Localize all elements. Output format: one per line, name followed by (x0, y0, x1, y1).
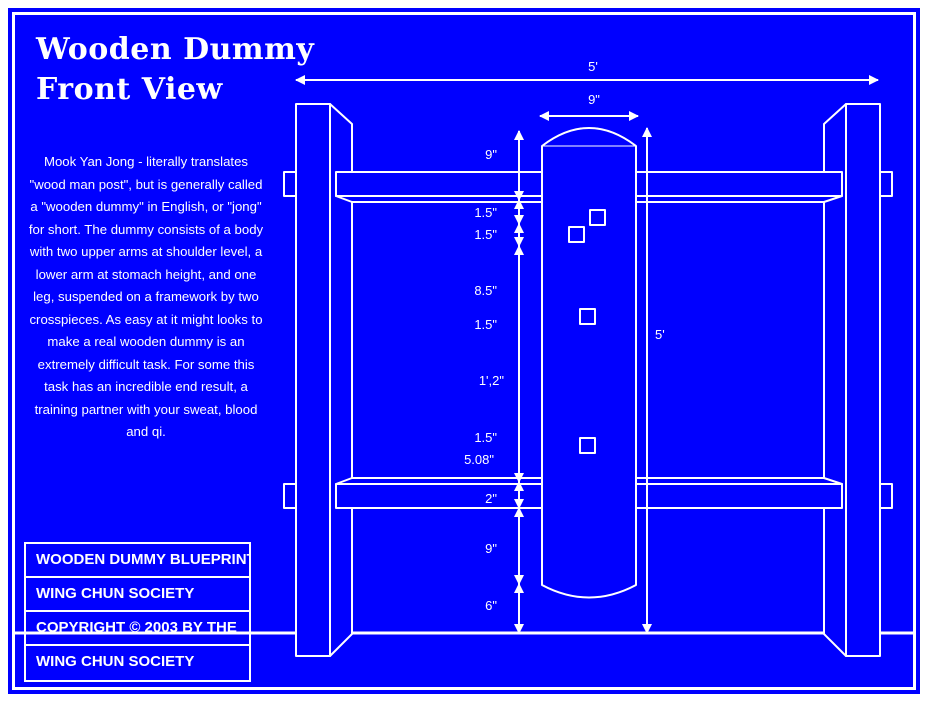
arm-hole-middle (579, 308, 596, 325)
segment-label-3: 1.5" (474, 227, 497, 242)
body-height-label: 5' (655, 327, 665, 342)
segment-label-7: 1.5" (474, 430, 497, 445)
credit-row: COPYRIGHT © 2003 BY THE (26, 612, 249, 646)
leg-hole (579, 437, 596, 454)
lower-crossbar-left-end (283, 483, 297, 509)
arm-hole-upper-right (589, 209, 606, 226)
segment-label-8: 5.08" (464, 452, 494, 467)
segment-label-11: 6" (485, 598, 497, 613)
page-title-line-2: Front View (36, 72, 223, 107)
blueprint-sheet (8, 8, 920, 694)
credit-row: WING CHUN SOCIETY (36, 653, 195, 670)
credit-row: WING CHUN SOCIETY (26, 578, 249, 612)
segment-label-2: 1.5" (474, 205, 497, 220)
upper-crossbar-left-end (283, 171, 297, 197)
dummy-body (541, 127, 637, 599)
arm-hole-upper-left (568, 226, 585, 243)
lower-crossbar-right-end (879, 483, 893, 509)
upper-crossbar-right-end (879, 171, 893, 197)
overall-width-label: 5' (588, 59, 598, 74)
segment-label-4: 8.5" (474, 283, 497, 298)
segment-label-6: 1',2" (479, 373, 505, 388)
page-title-line-1: Wooden Dummy (36, 32, 315, 67)
credits-box: WOODEN DUMMY BLUEPRINTS WING CHUN SOCIET… (24, 542, 251, 682)
body-width-label: 9" (588, 92, 600, 107)
right-post (845, 103, 881, 657)
description-text: Mook Yan Jong - literally translates "wo… (28, 154, 264, 439)
left-post (295, 103, 331, 657)
blueprint-border (12, 12, 916, 690)
credit-row: WOODEN DUMMY BLUEPRINTS (26, 544, 249, 578)
page-title: Wooden Dummy Front View (36, 30, 314, 110)
segment-label-5: 1.5" (474, 317, 497, 332)
segment-label-9: 2" (485, 491, 497, 506)
segment-label-1: 9" (485, 147, 497, 162)
segment-label-10: 9" (485, 541, 497, 556)
